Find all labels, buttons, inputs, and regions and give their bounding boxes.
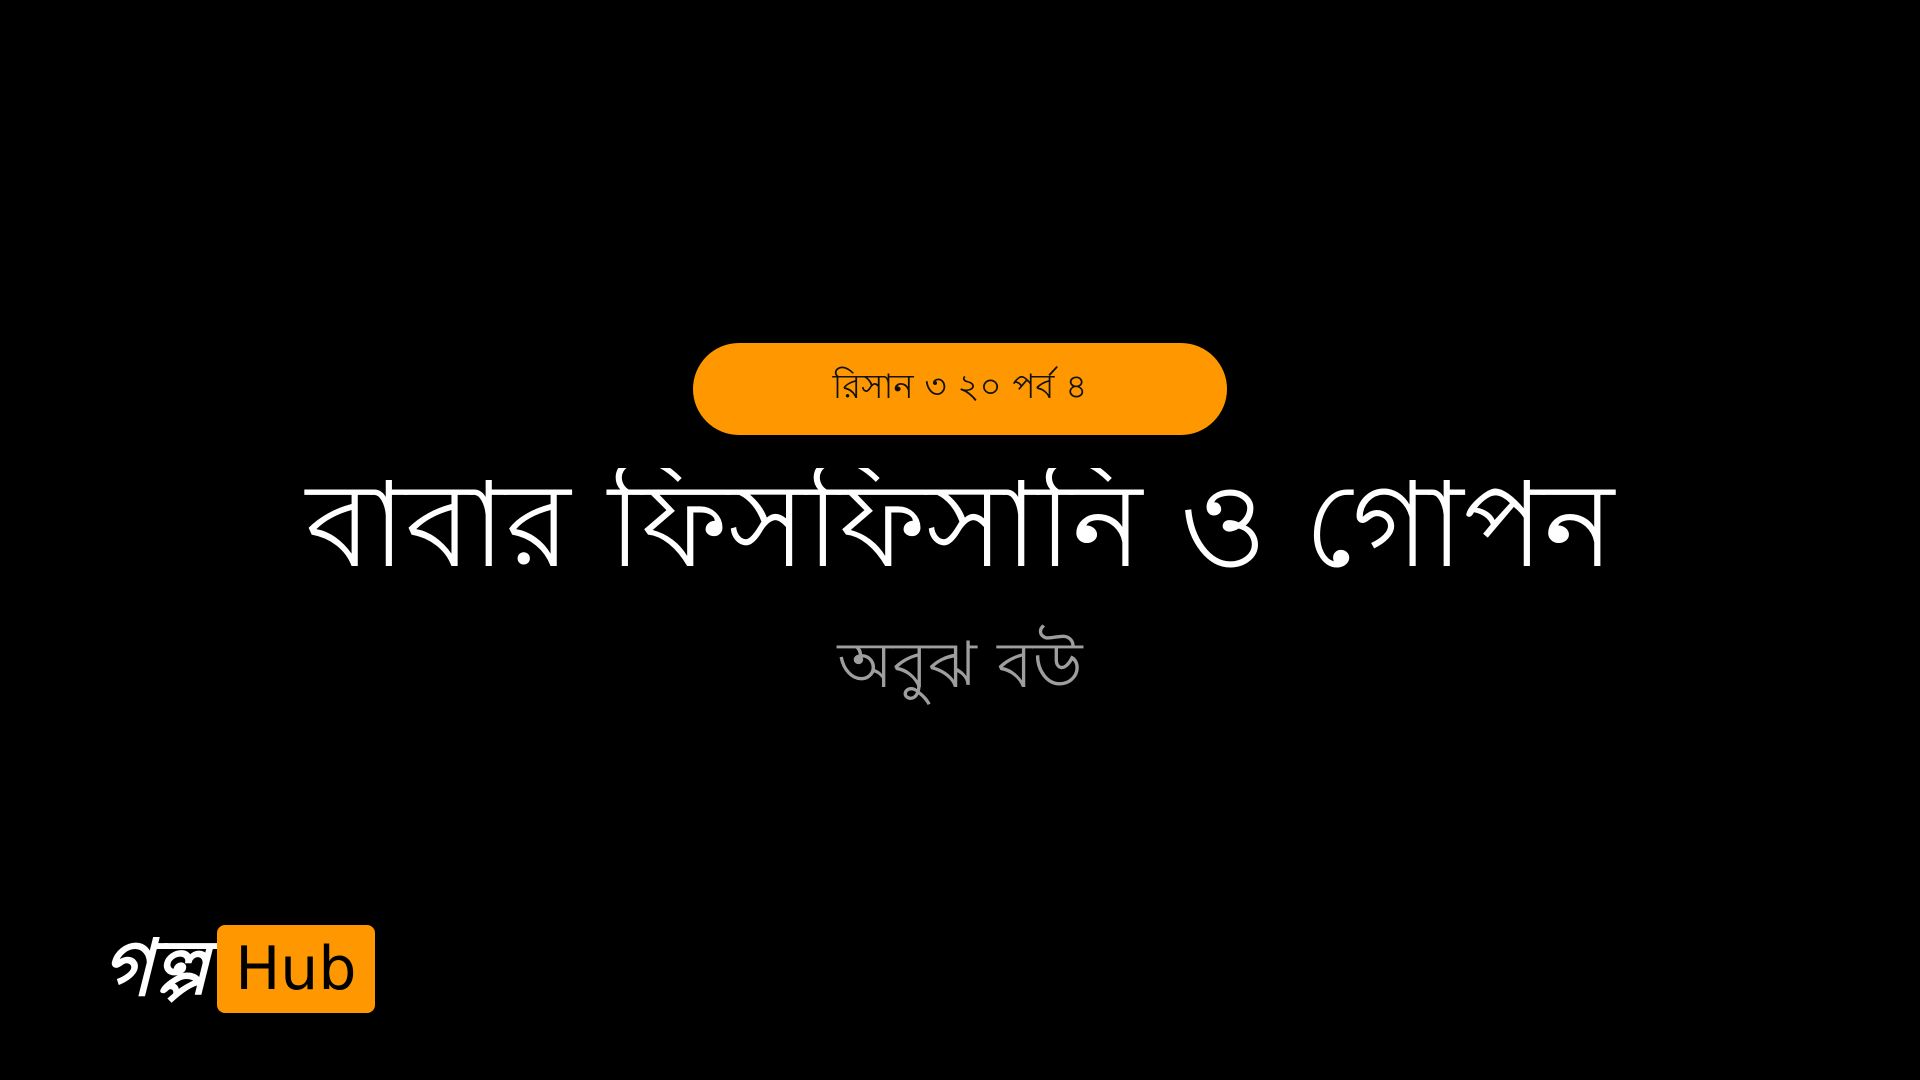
story-title: বাবার ফিসফিসানি ও গোপন [0,468,1920,598]
story-subtitle: অবুঝ বউ [0,629,1920,710]
story-subtitle-text: অবুঝ বউ [837,628,1083,703]
brand-logo-hub-badge: Hub [216,925,375,1013]
episode-badge-label: রিসান ৩ ২০ পর্ব ৪ [832,366,1088,407]
episode-badge: রিসান ৩ ২০ পর্ব ৪ [693,343,1227,435]
story-title-text: বাবার ফিসফিসানি ও গোপন [305,468,1615,594]
brand-logo-wordmark: গল্প [102,924,209,1014]
brand-logo: গল্প Hub [102,924,375,1014]
